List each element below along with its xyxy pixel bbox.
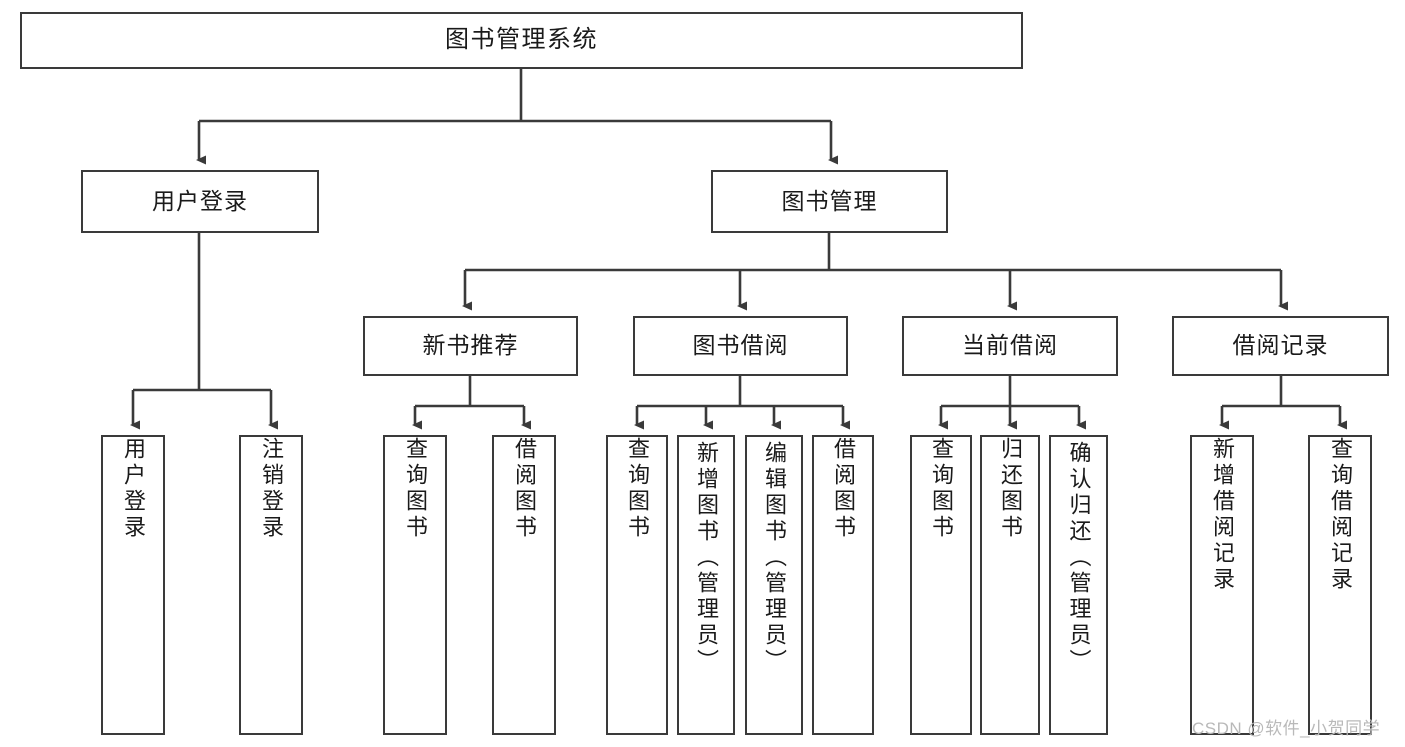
node-book-management[interactable]: 图书管理	[711, 170, 948, 233]
node-book-borrow[interactable]: 图书借阅	[633, 316, 848, 376]
node-leaf-add-book-label: 新增图书（管理员）	[694, 441, 719, 675]
node-leaf-return-book-label: 归还图书	[998, 437, 1023, 541]
node-borrow-record-label: 借阅记录	[1232, 332, 1329, 359]
node-book-management-label: 图书管理	[781, 187, 878, 214]
node-leaf-edit-book-label: 编辑图书（管理员）	[762, 441, 787, 675]
node-leaf-query-book-2-label: 查询图书	[625, 437, 650, 541]
node-leaf-user-logout-label: 注销登录	[259, 437, 284, 541]
node-leaf-borrow-book-1[interactable]: 借阅图书	[492, 435, 556, 735]
node-leaf-query-book-1[interactable]: 查询图书	[383, 435, 447, 735]
node-book-borrow-label: 图书借阅	[692, 332, 789, 359]
node-leaf-query-record-label: 查询借阅记录	[1328, 437, 1353, 593]
node-user-login-label: 用户登录	[152, 187, 248, 214]
node-leaf-borrow-book-2-label: 借阅图书	[831, 437, 856, 541]
node-current-borrow-label: 当前借阅	[962, 332, 1058, 359]
node-new-book-recommend[interactable]: 新书推荐	[363, 316, 578, 376]
node-leaf-borrow-book-2[interactable]: 借阅图书	[812, 435, 874, 735]
node-leaf-confirm-return[interactable]: 确认归还（管理员）	[1049, 435, 1108, 735]
node-leaf-user-login-label: 用户登录	[121, 437, 146, 541]
node-root[interactable]: 图书管理系统	[20, 12, 1023, 69]
node-leaf-add-record[interactable]: 新增借阅记录	[1190, 435, 1254, 735]
node-leaf-add-record-label: 新增借阅记录	[1210, 437, 1235, 593]
node-leaf-query-book-3[interactable]: 查询图书	[910, 435, 972, 735]
node-leaf-add-book[interactable]: 新增图书（管理员）	[677, 435, 735, 735]
node-leaf-user-login[interactable]: 用户登录	[101, 435, 165, 735]
node-user-login[interactable]: 用户登录	[81, 170, 319, 233]
node-leaf-confirm-return-label: 确认归还（管理员）	[1066, 441, 1092, 675]
node-leaf-borrow-book-1-label: 借阅图书	[512, 437, 537, 541]
node-new-book-recommend-label: 新书推荐	[422, 332, 519, 359]
node-root-label: 图书管理系统	[445, 26, 598, 54]
node-current-borrow[interactable]: 当前借阅	[902, 316, 1118, 376]
node-leaf-query-book-2[interactable]: 查询图书	[606, 435, 668, 735]
node-borrow-record[interactable]: 借阅记录	[1172, 316, 1389, 376]
node-leaf-edit-book[interactable]: 编辑图书（管理员）	[745, 435, 803, 735]
node-leaf-user-logout[interactable]: 注销登录	[239, 435, 303, 735]
node-leaf-query-record[interactable]: 查询借阅记录	[1308, 435, 1372, 735]
node-leaf-query-book-1-label: 查询图书	[403, 437, 428, 541]
node-leaf-return-book[interactable]: 归还图书	[980, 435, 1040, 735]
node-leaf-query-book-3-label: 查询图书	[929, 437, 954, 541]
